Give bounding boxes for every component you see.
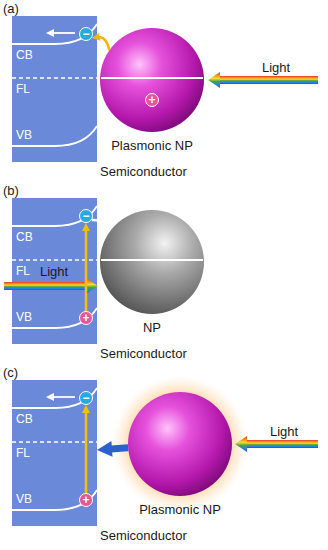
valence-band bbox=[12, 490, 97, 510]
charge-sign: + bbox=[148, 94, 155, 106]
electron-symbol: − bbox=[79, 27, 93, 41]
conduction-band bbox=[12, 206, 97, 226]
band-label: FL bbox=[16, 446, 30, 460]
drift-arrowhead bbox=[46, 29, 54, 37]
material-label: Semiconductor bbox=[100, 528, 187, 543]
band-label: VB bbox=[16, 128, 32, 142]
material-label: Semiconductor bbox=[100, 164, 187, 179]
particle-label: Plasmonic NP bbox=[111, 138, 193, 153]
metal-particle: NP bbox=[100, 210, 204, 314]
fermi-level bbox=[12, 441, 97, 443]
charge-sign: − bbox=[82, 392, 89, 404]
band-label: CB bbox=[16, 230, 33, 244]
light-beam bbox=[4, 282, 86, 290]
arrowhead bbox=[82, 223, 90, 231]
plasmon-glow bbox=[112, 376, 248, 512]
light-arrowhead bbox=[86, 278, 98, 294]
semiconductor-body bbox=[12, 380, 97, 526]
electron-symbol: − bbox=[79, 391, 93, 405]
panel-c bbox=[12, 376, 318, 526]
band-label: VB bbox=[16, 492, 32, 506]
arrowhead bbox=[82, 405, 90, 413]
panel-label: (b) bbox=[3, 183, 19, 198]
light-label: Light bbox=[262, 60, 290, 75]
band-label: VB bbox=[16, 310, 32, 324]
transfer-arrow bbox=[82, 223, 90, 311]
panel-label: (c) bbox=[3, 365, 18, 380]
metal-fermi-level bbox=[101, 77, 203, 79]
semiconductor-block: CBFLVBSemiconductor−+ bbox=[12, 380, 97, 526]
fermi-level bbox=[12, 77, 97, 79]
semiconductor-body bbox=[12, 198, 97, 344]
arrow-line bbox=[85, 229, 88, 311]
transfer-arrow bbox=[92, 33, 110, 50]
arrow-line bbox=[85, 411, 88, 493]
hole-symbol: + bbox=[79, 311, 93, 325]
conduction-band bbox=[12, 24, 97, 44]
semiconductor-block: CBFLVBSemiconductor− bbox=[12, 16, 97, 162]
plasmonic-particle: Plasmonic NP+ bbox=[100, 28, 204, 132]
semiconductor-body bbox=[12, 16, 97, 162]
panel-b bbox=[4, 198, 204, 344]
arrowhead bbox=[92, 33, 100, 41]
drift-arrowhead bbox=[46, 393, 54, 401]
fermi-level bbox=[12, 259, 97, 261]
metal-fermi-level bbox=[101, 259, 203, 261]
band-label: CB bbox=[16, 412, 33, 426]
material-label: Semiconductor bbox=[100, 346, 187, 361]
particle-label: Plasmonic NP bbox=[139, 502, 221, 517]
charge-sign: + bbox=[82, 312, 89, 324]
band-label: FL bbox=[16, 264, 30, 278]
light-label: Light bbox=[270, 424, 298, 439]
plasmonic-particle: Plasmonic NP bbox=[128, 392, 232, 496]
band-label: CB bbox=[16, 48, 33, 62]
transfer-arrow bbox=[92, 220, 111, 232]
drift-arrow bbox=[52, 396, 75, 398]
nanoparticle-sphere bbox=[128, 392, 232, 496]
light-label: Light bbox=[40, 264, 68, 279]
hole-symbol: + bbox=[79, 493, 93, 507]
arrowhead bbox=[97, 441, 113, 457]
light-beam bbox=[247, 440, 318, 448]
particle-label: NP bbox=[143, 320, 161, 335]
charge-sign: − bbox=[82, 210, 89, 222]
light-beam bbox=[220, 76, 318, 84]
band-label: FL bbox=[16, 82, 30, 96]
conduction-band bbox=[12, 388, 97, 408]
transfer-arrow bbox=[97, 441, 128, 457]
transfer-arrow bbox=[82, 405, 90, 493]
valence-band bbox=[12, 308, 97, 328]
light-arrowhead bbox=[235, 436, 247, 452]
arrowhead bbox=[104, 225, 111, 233]
hole-symbol: + bbox=[145, 93, 159, 107]
nanoparticle-sphere bbox=[100, 28, 204, 132]
charge-sign: − bbox=[82, 28, 89, 40]
panel-label: (a) bbox=[3, 1, 19, 16]
charge-sign: + bbox=[82, 494, 89, 506]
panel-a bbox=[12, 16, 318, 162]
valence-band bbox=[12, 126, 97, 146]
drift-arrow bbox=[52, 32, 75, 34]
nanoparticle-sphere bbox=[100, 210, 204, 314]
light-arrowhead bbox=[208, 72, 220, 88]
electron-symbol: − bbox=[79, 209, 93, 223]
